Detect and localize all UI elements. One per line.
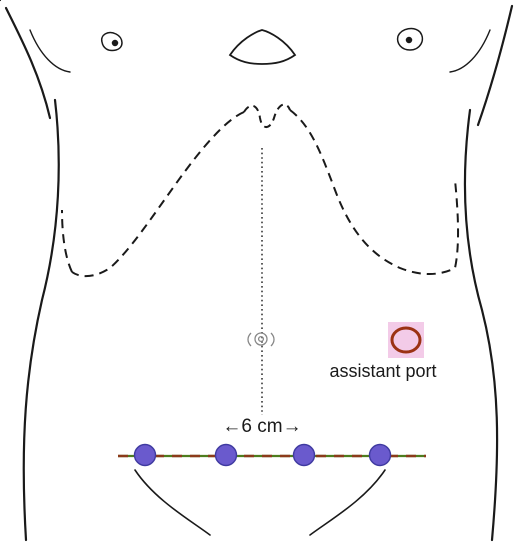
left-pectoral-line (29, 29, 71, 73)
right-pectoral-line (449, 29, 491, 73)
torso-outline (0, 0, 514, 542)
robotic-port-2 (214, 443, 238, 467)
assistant-port-label: assistant port (329, 361, 436, 381)
right-nipple-icon (396, 27, 424, 51)
right-costal-margin (289, 109, 460, 275)
left-costal-margin (71, 111, 245, 278)
left-groin-line (134, 469, 211, 536)
assistant-port-icon (390, 326, 422, 354)
left-nipple-icon (100, 31, 123, 52)
robotic-port-1 (133, 443, 157, 467)
robotic-ports (133, 443, 392, 467)
left-arrow-icon: ← (222, 416, 241, 437)
nipples (100, 27, 424, 52)
right-groin-line (309, 469, 386, 536)
left-rib-edge (61, 209, 73, 273)
left-nipple-dot (111, 39, 119, 47)
spacing-label: ←6 cm→ (222, 416, 301, 437)
right-arrow-icon: → (283, 416, 302, 437)
xiphoid-outline (243, 103, 291, 128)
right-flank-outline (463, 108, 499, 542)
right-nipple-dot (405, 36, 413, 44)
left-flank-outline (22, 98, 60, 542)
sternal-notch (228, 29, 297, 65)
robotic-port-3 (292, 443, 316, 467)
umbilicus-icon (247, 332, 275, 347)
right-arm-outline (476, 4, 514, 127)
costal-margin (61, 103, 460, 278)
spacing-value: 6 cm (241, 416, 282, 437)
left-arm-outline (4, 6, 52, 120)
robotic-port-4 (368, 443, 392, 467)
